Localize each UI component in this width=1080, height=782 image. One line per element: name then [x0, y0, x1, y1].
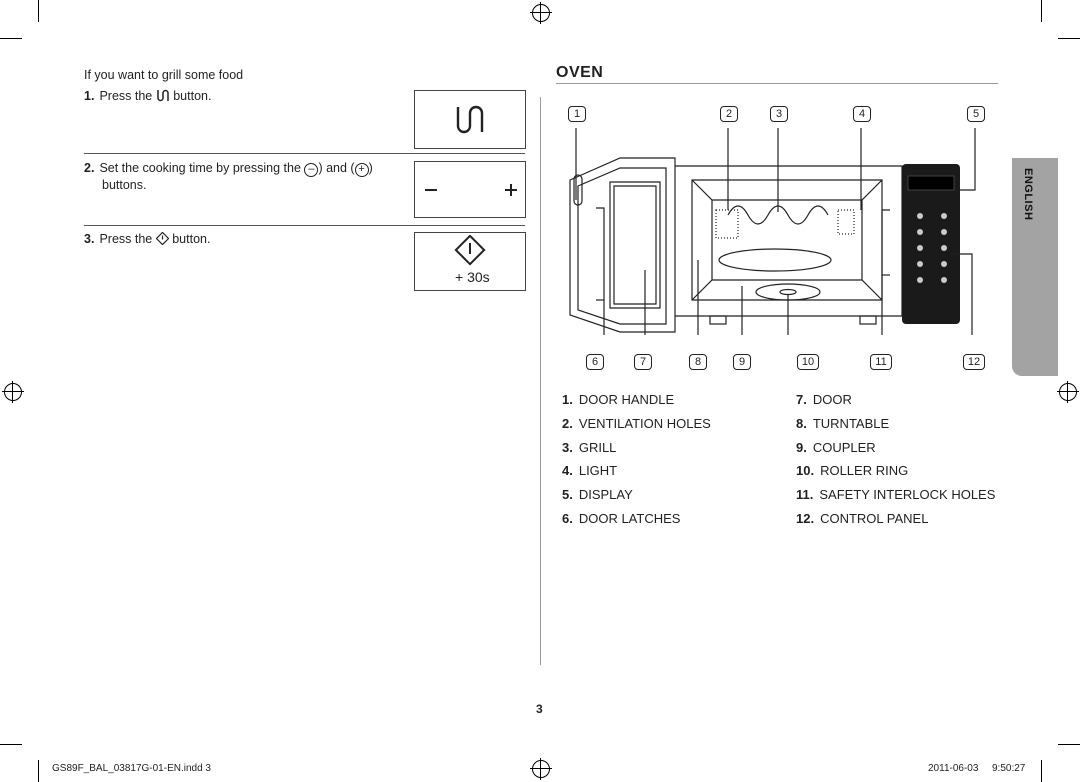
registration-mark-icon [530, 2, 552, 24]
legend-item: 7.DOOR [796, 392, 852, 407]
start-icon [454, 235, 486, 266]
step-3: 3.Press the button. [84, 231, 211, 246]
plus-icon [505, 184, 517, 196]
microwave-oven-illustration [569, 128, 976, 335]
title-rule [556, 83, 998, 84]
plus-icon: + [354, 163, 369, 177]
step-2: 2.Set the cooking time by pressing the –… [84, 161, 373, 192]
crop-mark [1041, 0, 1042, 22]
divider [84, 225, 525, 226]
callout-11: 11 [870, 354, 892, 370]
legend-item: 6.DOOR LATCHES [562, 511, 681, 526]
time-buttons-illustration [414, 161, 526, 218]
footer-date: 2011-06-03 [928, 763, 979, 774]
callout-3: 3 [770, 106, 788, 122]
callout-2: 2 [720, 106, 738, 122]
legend-item: 5.DISPLAY [562, 487, 633, 502]
divider [84, 153, 525, 154]
registration-mark-icon [2, 381, 24, 403]
callout-7: 7 [634, 354, 652, 370]
legend-item: 3.GRILL [562, 440, 617, 455]
section-title: OVEN [556, 64, 604, 81]
footer-file: GS89F_BAL_03817G-01-EN.indd 3 [52, 763, 211, 774]
legend-item: 12.CONTROL PANEL [796, 511, 929, 526]
legend-item: 8.TURNTABLE [796, 416, 890, 431]
plus-30s-label: + 30s [455, 269, 490, 285]
crop-mark [0, 38, 22, 39]
language-tab [1012, 158, 1058, 376]
footer-time: 9:50:27 [992, 763, 1026, 774]
crop-mark [38, 760, 39, 782]
callout-10: 10 [797, 354, 819, 370]
intro-text: If you want to grill some food [84, 68, 244, 82]
callout-8: 8 [689, 354, 707, 370]
registration-mark-icon [530, 758, 552, 780]
callout-4: 4 [853, 106, 871, 122]
legend-item: 4.LIGHT [562, 463, 618, 478]
column-divider [540, 97, 541, 665]
grill-icon [156, 89, 169, 102]
legend-item: 9.COUPLER [796, 440, 876, 455]
crop-mark [1041, 760, 1042, 782]
callout-12: 12 [963, 354, 985, 370]
grill-icon [456, 105, 484, 134]
grill-button-illustration [414, 90, 526, 149]
legend-item: 1.DOOR HANDLE [562, 392, 675, 407]
crop-mark [38, 0, 39, 22]
crop-mark [1058, 38, 1080, 39]
page-number: 3 [536, 702, 543, 716]
callout-9: 9 [733, 354, 751, 370]
crop-mark [0, 744, 22, 745]
start-icon [155, 231, 170, 246]
callout-5: 5 [967, 106, 985, 122]
crop-mark [1058, 744, 1080, 745]
legend-item: 11.SAFETY INTERLOCK HOLES [796, 487, 996, 502]
step-1: 1.Press the button. [84, 89, 212, 103]
start-button-illustration: + 30s [414, 232, 526, 291]
legend-item: 2.VENTILATION HOLES [562, 416, 711, 431]
language-tab-label: ENGLISH [1022, 168, 1034, 221]
callout-6: 6 [586, 354, 604, 370]
legend-item: 10.ROLLER RING [796, 463, 909, 478]
registration-mark-icon [1057, 381, 1079, 403]
minus-icon: – [304, 163, 319, 177]
callout-1: 1 [568, 106, 586, 122]
